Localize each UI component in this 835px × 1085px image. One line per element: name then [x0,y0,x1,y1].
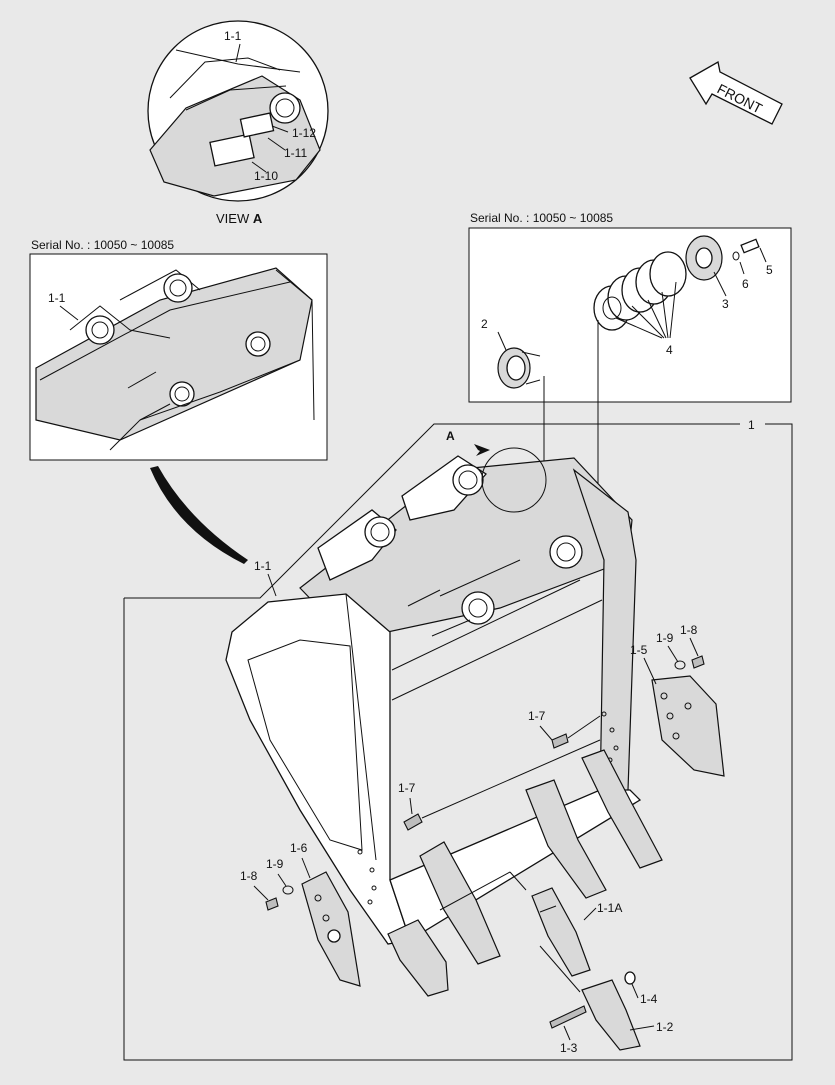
inset-right [468,227,792,403]
bucket-teeth [387,749,663,997]
label-1-10: 1-10 [254,169,278,183]
label-1-7-upper: 1-7 [528,709,546,723]
label-5: 5 [766,263,773,277]
label-6: 6 [742,277,749,291]
main-assembly-frame [123,423,793,1061]
label-1-3: 1-3 [560,1041,578,1055]
bolt-lower [403,813,423,831]
label-1-4: 1-4 [640,992,658,1006]
label-1-8-left: 1-8 [240,869,258,883]
label-1-5: 1-5 [630,643,648,657]
view-a-detail [147,20,329,202]
label-1-12: 1-12 [292,126,316,140]
view-caption-letter: A [253,211,263,226]
side-cutter-left [265,871,361,987]
label-1-11: 1-11 [284,146,307,160]
label-arrow-a: A [446,429,455,443]
label-1-9-left: 1-9 [266,857,284,871]
tooth-adapter-1-1a [531,887,591,977]
label-1-1-view: 1-1 [224,29,242,43]
view-caption-prefix: VIEW [216,211,250,226]
label-1-2: 1-2 [656,1020,674,1034]
side-cutter-right [651,655,725,777]
label-1-8-right: 1-8 [680,623,698,637]
bucket-body [225,447,642,945]
label-2: 2 [481,317,488,331]
label-1-1-main: 1-1 [254,559,272,573]
label-1: 1 [748,418,755,432]
inset-connection-arrow [150,466,248,564]
label-1-6: 1-6 [290,841,308,855]
label-3: 3 [722,297,729,311]
label-1-1a: 1-1A [597,901,622,915]
serial-right-label: Serial No. : 10050 ~ 10085 [470,211,613,225]
tooth-point-assembly [549,971,641,1051]
serial-left-label: Serial No. : 10050 ~ 10085 [31,238,174,252]
label-4: 4 [666,343,673,357]
label-1-9-right: 1-9 [656,631,674,645]
label-1-1-inset: 1-1 [48,291,66,305]
label-1-7-lower: 1-7 [398,781,416,795]
inset-left [29,253,328,461]
bolt-upper [551,733,569,749]
arrow-a-icon [458,440,490,456]
view-a-caption: VIEW A [216,211,263,226]
front-arrow: FRONT [689,60,783,125]
